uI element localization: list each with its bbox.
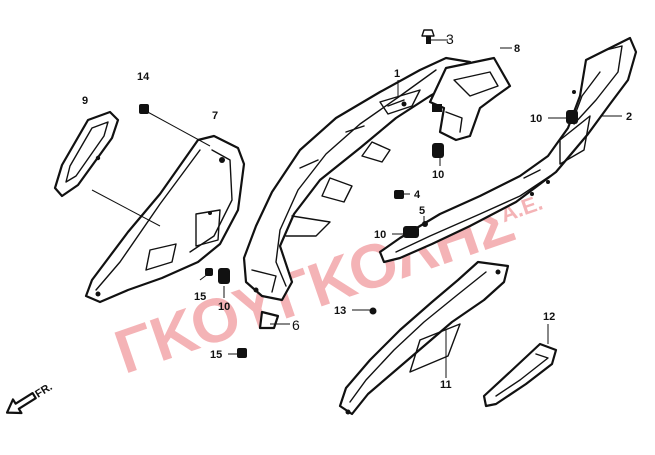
part-8-upper-bracket[interactable] bbox=[428, 56, 512, 142]
part-9-small-side-cover[interactable] bbox=[53, 110, 120, 198]
callout-9: 9 bbox=[82, 95, 88, 107]
part-13-screw[interactable] bbox=[369, 307, 377, 315]
callout-8: 8 bbox=[514, 43, 520, 55]
part-11-lower-side-cover[interactable] bbox=[338, 260, 510, 416]
callout-15-b: 15 bbox=[210, 349, 222, 361]
part-7-side-frame-cover[interactable] bbox=[84, 134, 246, 304]
part-15-bolt-a[interactable] bbox=[205, 268, 213, 276]
callout-10-a: 10 bbox=[530, 113, 542, 125]
part-10-rubber-b[interactable] bbox=[432, 143, 444, 158]
part-10-rubber-c[interactable] bbox=[403, 226, 419, 238]
part-6-clip[interactable] bbox=[258, 310, 280, 330]
part-4-grommet[interactable] bbox=[394, 190, 404, 199]
callout-3: 3 bbox=[446, 31, 454, 47]
front-arrow-icon bbox=[5, 391, 37, 415]
callout-2: 2 bbox=[626, 111, 632, 123]
callout-6: 6 bbox=[292, 317, 300, 333]
part-2-right-side-cover[interactable] bbox=[378, 36, 638, 264]
callout-1: 1 bbox=[394, 68, 400, 80]
part-14-bolt[interactable] bbox=[139, 104, 149, 114]
callout-11: 11 bbox=[440, 379, 452, 391]
leader-lines bbox=[91, 39, 622, 378]
part-5-screw[interactable] bbox=[422, 221, 428, 227]
callout-10-d: 10 bbox=[218, 301, 230, 313]
part-10-rubber-d[interactable] bbox=[218, 268, 230, 284]
callout-7: 7 bbox=[212, 110, 218, 122]
front-direction-indicator: FR. bbox=[5, 381, 55, 415]
callout-4: 4 bbox=[414, 189, 421, 201]
callout-5: 5 bbox=[419, 205, 425, 217]
part-3-bolt[interactable] bbox=[421, 29, 435, 44]
callout-14: 14 bbox=[137, 71, 150, 83]
callout-10-b: 10 bbox=[432, 169, 444, 181]
part-10-rubber-a[interactable] bbox=[566, 110, 578, 124]
callout-10-c: 10 bbox=[374, 229, 386, 241]
callout-15-a: 15 bbox=[194, 291, 206, 303]
callout-13: 13 bbox=[334, 305, 346, 317]
callout-12: 12 bbox=[543, 311, 555, 323]
part-12-reflector[interactable] bbox=[482, 342, 558, 408]
callouts: 3 1 8 14 9 7 2 10 10 4 5 10 15 10 6 15 1… bbox=[82, 31, 632, 391]
part-15-bolt-b[interactable] bbox=[237, 348, 247, 358]
